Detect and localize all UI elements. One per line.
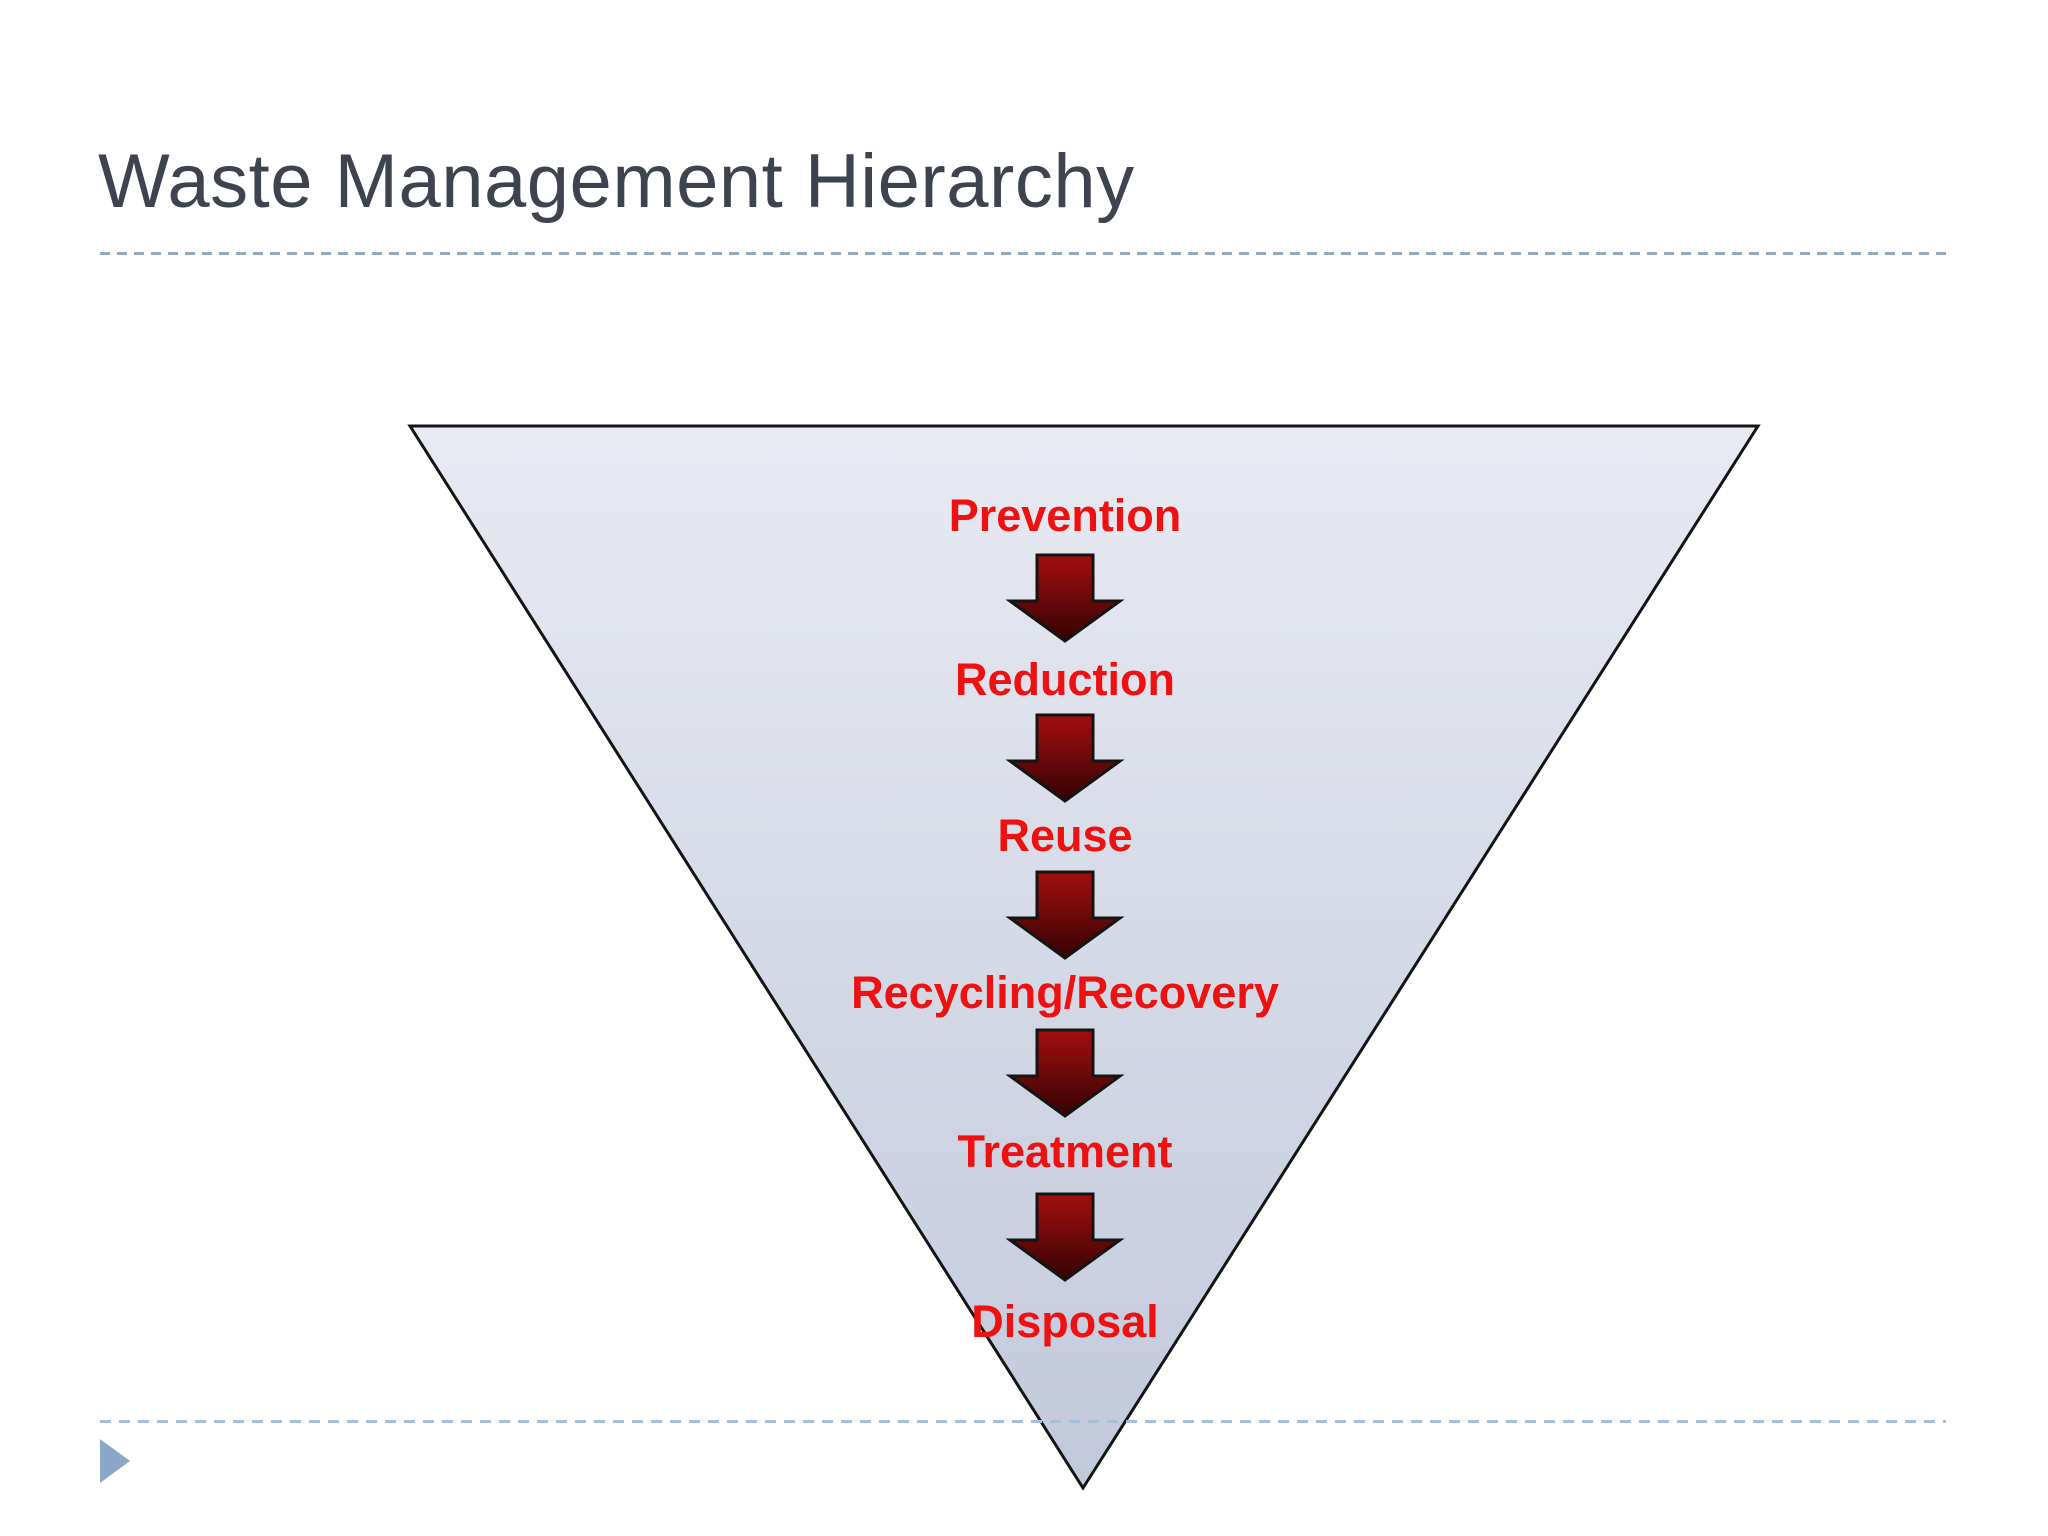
down-arrow-icon <box>1005 1028 1125 1118</box>
play-triangle-icon <box>100 1439 130 1483</box>
down-arrow-icon <box>1005 1192 1125 1282</box>
down-arrow-icon <box>1005 870 1125 960</box>
title-divider <box>100 252 1946 255</box>
down-arrow-icon <box>1005 713 1125 803</box>
inverted-pyramid-shape <box>407 424 1761 1491</box>
slide-title: Waste Management Hierarchy <box>98 139 1135 224</box>
down-arrow-icon <box>1005 553 1125 643</box>
footer-divider <box>100 1420 1946 1423</box>
